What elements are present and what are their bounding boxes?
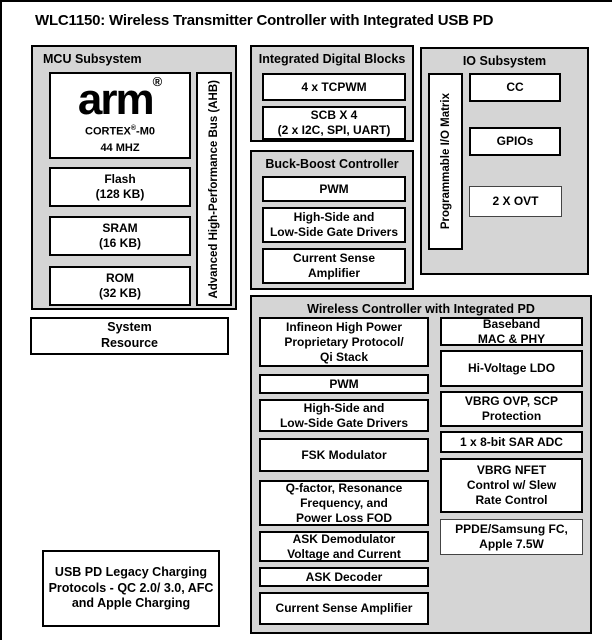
usb-pd-legacy-charging-block: USB PD Legacy Charging Protocols - QC 2.… [42, 550, 220, 627]
diagram-title: WLC1150: Wireless Transmitter Controller… [35, 12, 494, 29]
ahb-bus-block: Advanced High-Performance Bus (AHB) [196, 72, 232, 306]
vbrg-ovp-scp-block: VBRG OVP, SCP Protection [440, 391, 583, 427]
tcpwm-block: 4 x TCPWM [262, 73, 406, 101]
buck-boost-controller-panel: Buck-Boost Controller PWM High-Side and … [250, 150, 414, 290]
ppde-samsung-apple-block: PPDE/Samsung FC, Apple 7.5W [440, 519, 583, 555]
baseband-mac-phy-block: Baseband MAC & PHY [440, 317, 583, 346]
ask-demodulator-block: ASK Demodulator Voltage and Current [259, 531, 429, 562]
scb-block: SCB X 4 (2 x I2C, SPI, UART) [262, 106, 406, 140]
sram-memory-block: SRAM (16 KB) [49, 216, 191, 256]
buck-boost-current-sense-block: Current Sense Amplifier [262, 248, 406, 284]
rom-memory-block: ROM (32 KB) [49, 266, 191, 306]
wireless-gate-drivers-block: High-Side and Low-Side Gate Drivers [259, 399, 429, 432]
ahb-bus-label: Advanced High-Performance Bus (AHB) [208, 79, 220, 299]
integrated-digital-blocks-panel: Integrated Digital Blocks 4 x TCPWM SCB … [250, 45, 414, 142]
wireless-current-sense-block: Current Sense Amplifier [259, 592, 429, 625]
fsk-modulator-block: FSK Modulator [259, 438, 429, 472]
system-resource-block: System Resource [30, 317, 229, 355]
io-subsystem-heading: IO Subsystem [462, 54, 547, 68]
vbrg-nfet-control-block: VBRG NFET Control w/ Slew Rate Control [440, 458, 583, 513]
programmable-io-matrix-label: Programmable I/O Matrix [439, 93, 452, 230]
ask-decoder-block: ASK Decoder [259, 567, 429, 587]
q-factor-fod-block: Q-factor, Resonance Frequency, and Power… [259, 480, 429, 526]
wireless-controller-panel: Wireless Controller with Integrated PD I… [250, 295, 592, 634]
proprietary-protocol-qi-stack-block: Infineon High Power Proprietary Protocol… [259, 317, 429, 367]
ovt-block: 2 X OVT [469, 186, 562, 217]
io-subsystem-panel: IO Subsystem Programmable I/O Matrix CC … [420, 47, 589, 275]
buck-boost-pwm-block: PWM [262, 176, 406, 202]
wireless-pwm-block: PWM [259, 374, 429, 394]
hi-voltage-ldo-block: Hi-Voltage LDO [440, 350, 583, 387]
cpu-frequency-label: 44 MHZ [100, 141, 140, 154]
buck-boost-gate-drivers-block: High-Side and Low-Side Gate Drivers [262, 207, 406, 243]
mcu-subsystem-panel: MCU Subsystem arm® CORTEX®-M0 44 MHZ Fla… [31, 45, 237, 310]
flash-memory-block: Flash (128 KB) [49, 167, 191, 207]
gpios-block: GPIOs [469, 127, 561, 156]
registered-mark-icon: ® [130, 125, 137, 133]
wireless-controller-heading: Wireless Controller with Integrated PD [307, 302, 535, 316]
mcu-subsystem-heading: MCU Subsystem [43, 52, 142, 66]
integrated-digital-blocks-heading: Integrated Digital Blocks [258, 52, 406, 66]
arm-logo: arm® [77, 73, 163, 124]
programmable-io-matrix-block: Programmable I/O Matrix [428, 73, 463, 250]
cpu-block: arm® CORTEX®-M0 44 MHZ [49, 72, 191, 159]
buck-boost-heading: Buck-Boost Controller [265, 157, 399, 171]
registered-mark-icon: ® [152, 73, 163, 89]
cc-block: CC [469, 73, 561, 102]
cpu-core-label: CORTEX®-M0 [85, 125, 155, 138]
sar-adc-block: 1 x 8-bit SAR ADC [440, 431, 583, 453]
